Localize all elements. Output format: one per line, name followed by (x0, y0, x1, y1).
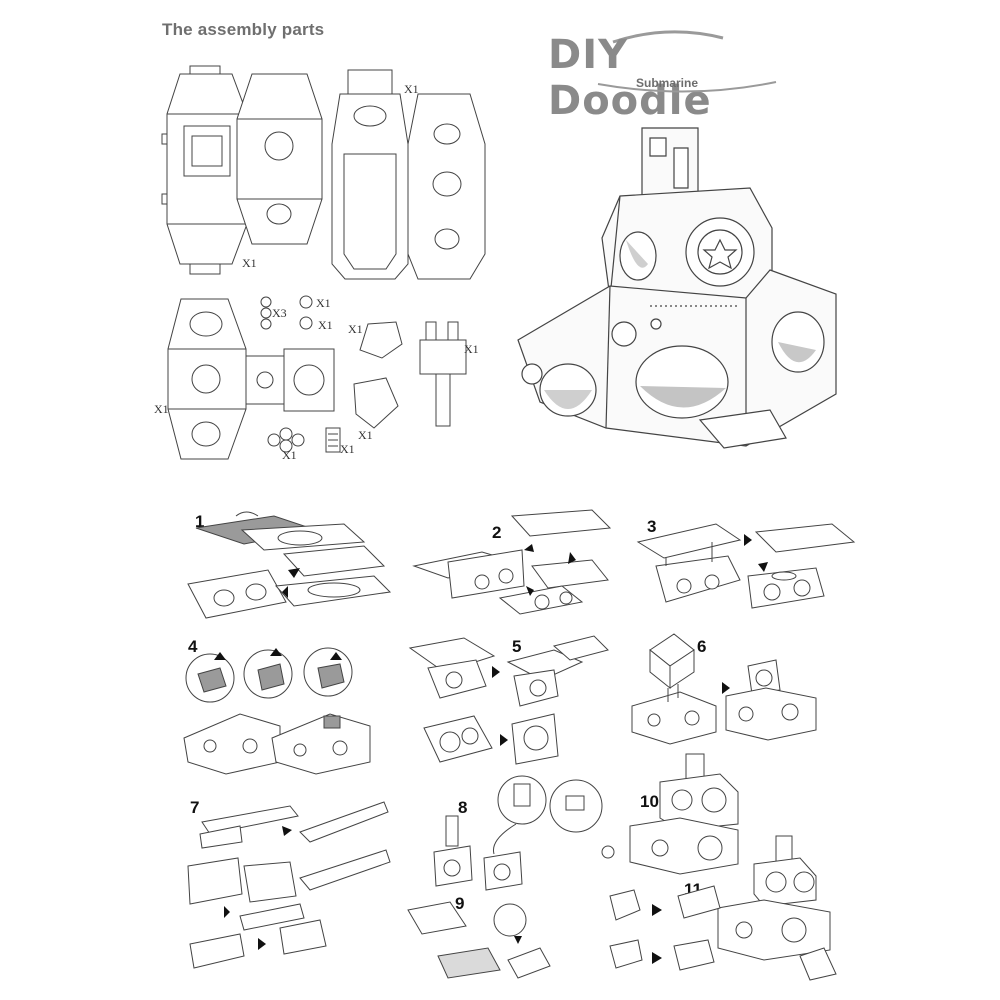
step-number: 8 (458, 798, 468, 817)
tower-net-diagram (330, 64, 490, 286)
step-number: 5 (512, 637, 522, 656)
quantity-label: X1 (282, 448, 297, 462)
hull-right-net-diagram (232, 64, 327, 254)
quantity-label: X1 (154, 402, 169, 416)
periscope-part-diagram (416, 320, 476, 430)
step-number: 4 (188, 637, 198, 656)
quantity-label: X1 (348, 322, 363, 336)
step-10-diagram (590, 748, 770, 884)
bottom-hull-net-diagram (166, 294, 338, 464)
hull-left-net-diagram (162, 64, 252, 274)
ring-part-diagram (298, 296, 316, 332)
card-part-diagram (324, 426, 344, 456)
step-4-diagram (180, 634, 380, 776)
logo-underline-swoosh (598, 78, 778, 98)
step-number: 3 (647, 517, 657, 536)
logo-subtitle: Submarine (636, 76, 699, 90)
assembly-parts-heading: The assembly parts (162, 20, 325, 39)
step-7-diagram (180, 796, 400, 976)
quantity-label: X1 (318, 318, 333, 332)
step-11-diagram (604, 830, 844, 986)
step-6-diagram (630, 632, 840, 752)
propeller-part-diagram (266, 428, 306, 454)
step-8-diagram (430, 776, 610, 898)
step-number: 6 (697, 637, 707, 656)
step-1-diagram (184, 506, 404, 622)
step-number: 7 (190, 798, 200, 817)
small-disc-parts (258, 296, 278, 332)
quantity-label: X3 (272, 306, 287, 320)
diy-doodle-logo: DIY Doodle Submarine (548, 28, 780, 124)
assembled-submarine-illustration (510, 128, 850, 458)
step-number: 1 (195, 512, 205, 531)
step-number: 9 (455, 894, 465, 913)
step-2-diagram (412, 506, 622, 626)
step-5-diagram (404, 628, 614, 780)
quantity-label: X1 (340, 442, 355, 456)
fin-parts-diagram (352, 318, 412, 438)
quantity-label: X1 (404, 82, 419, 96)
step-3-diagram (636, 506, 866, 626)
quantity-label: X1 (464, 342, 479, 356)
quantity-label: X1 (358, 428, 373, 442)
logo-brand-text: DIY Doodle (548, 32, 712, 124)
step-9-diagram (404, 890, 614, 984)
step-number: 10 (640, 792, 659, 811)
quantity-label: X1 (316, 296, 331, 310)
logo-swoosh-icon (608, 28, 728, 44)
quantity-label: X1 (242, 256, 257, 270)
step-number: 2 (492, 523, 502, 542)
